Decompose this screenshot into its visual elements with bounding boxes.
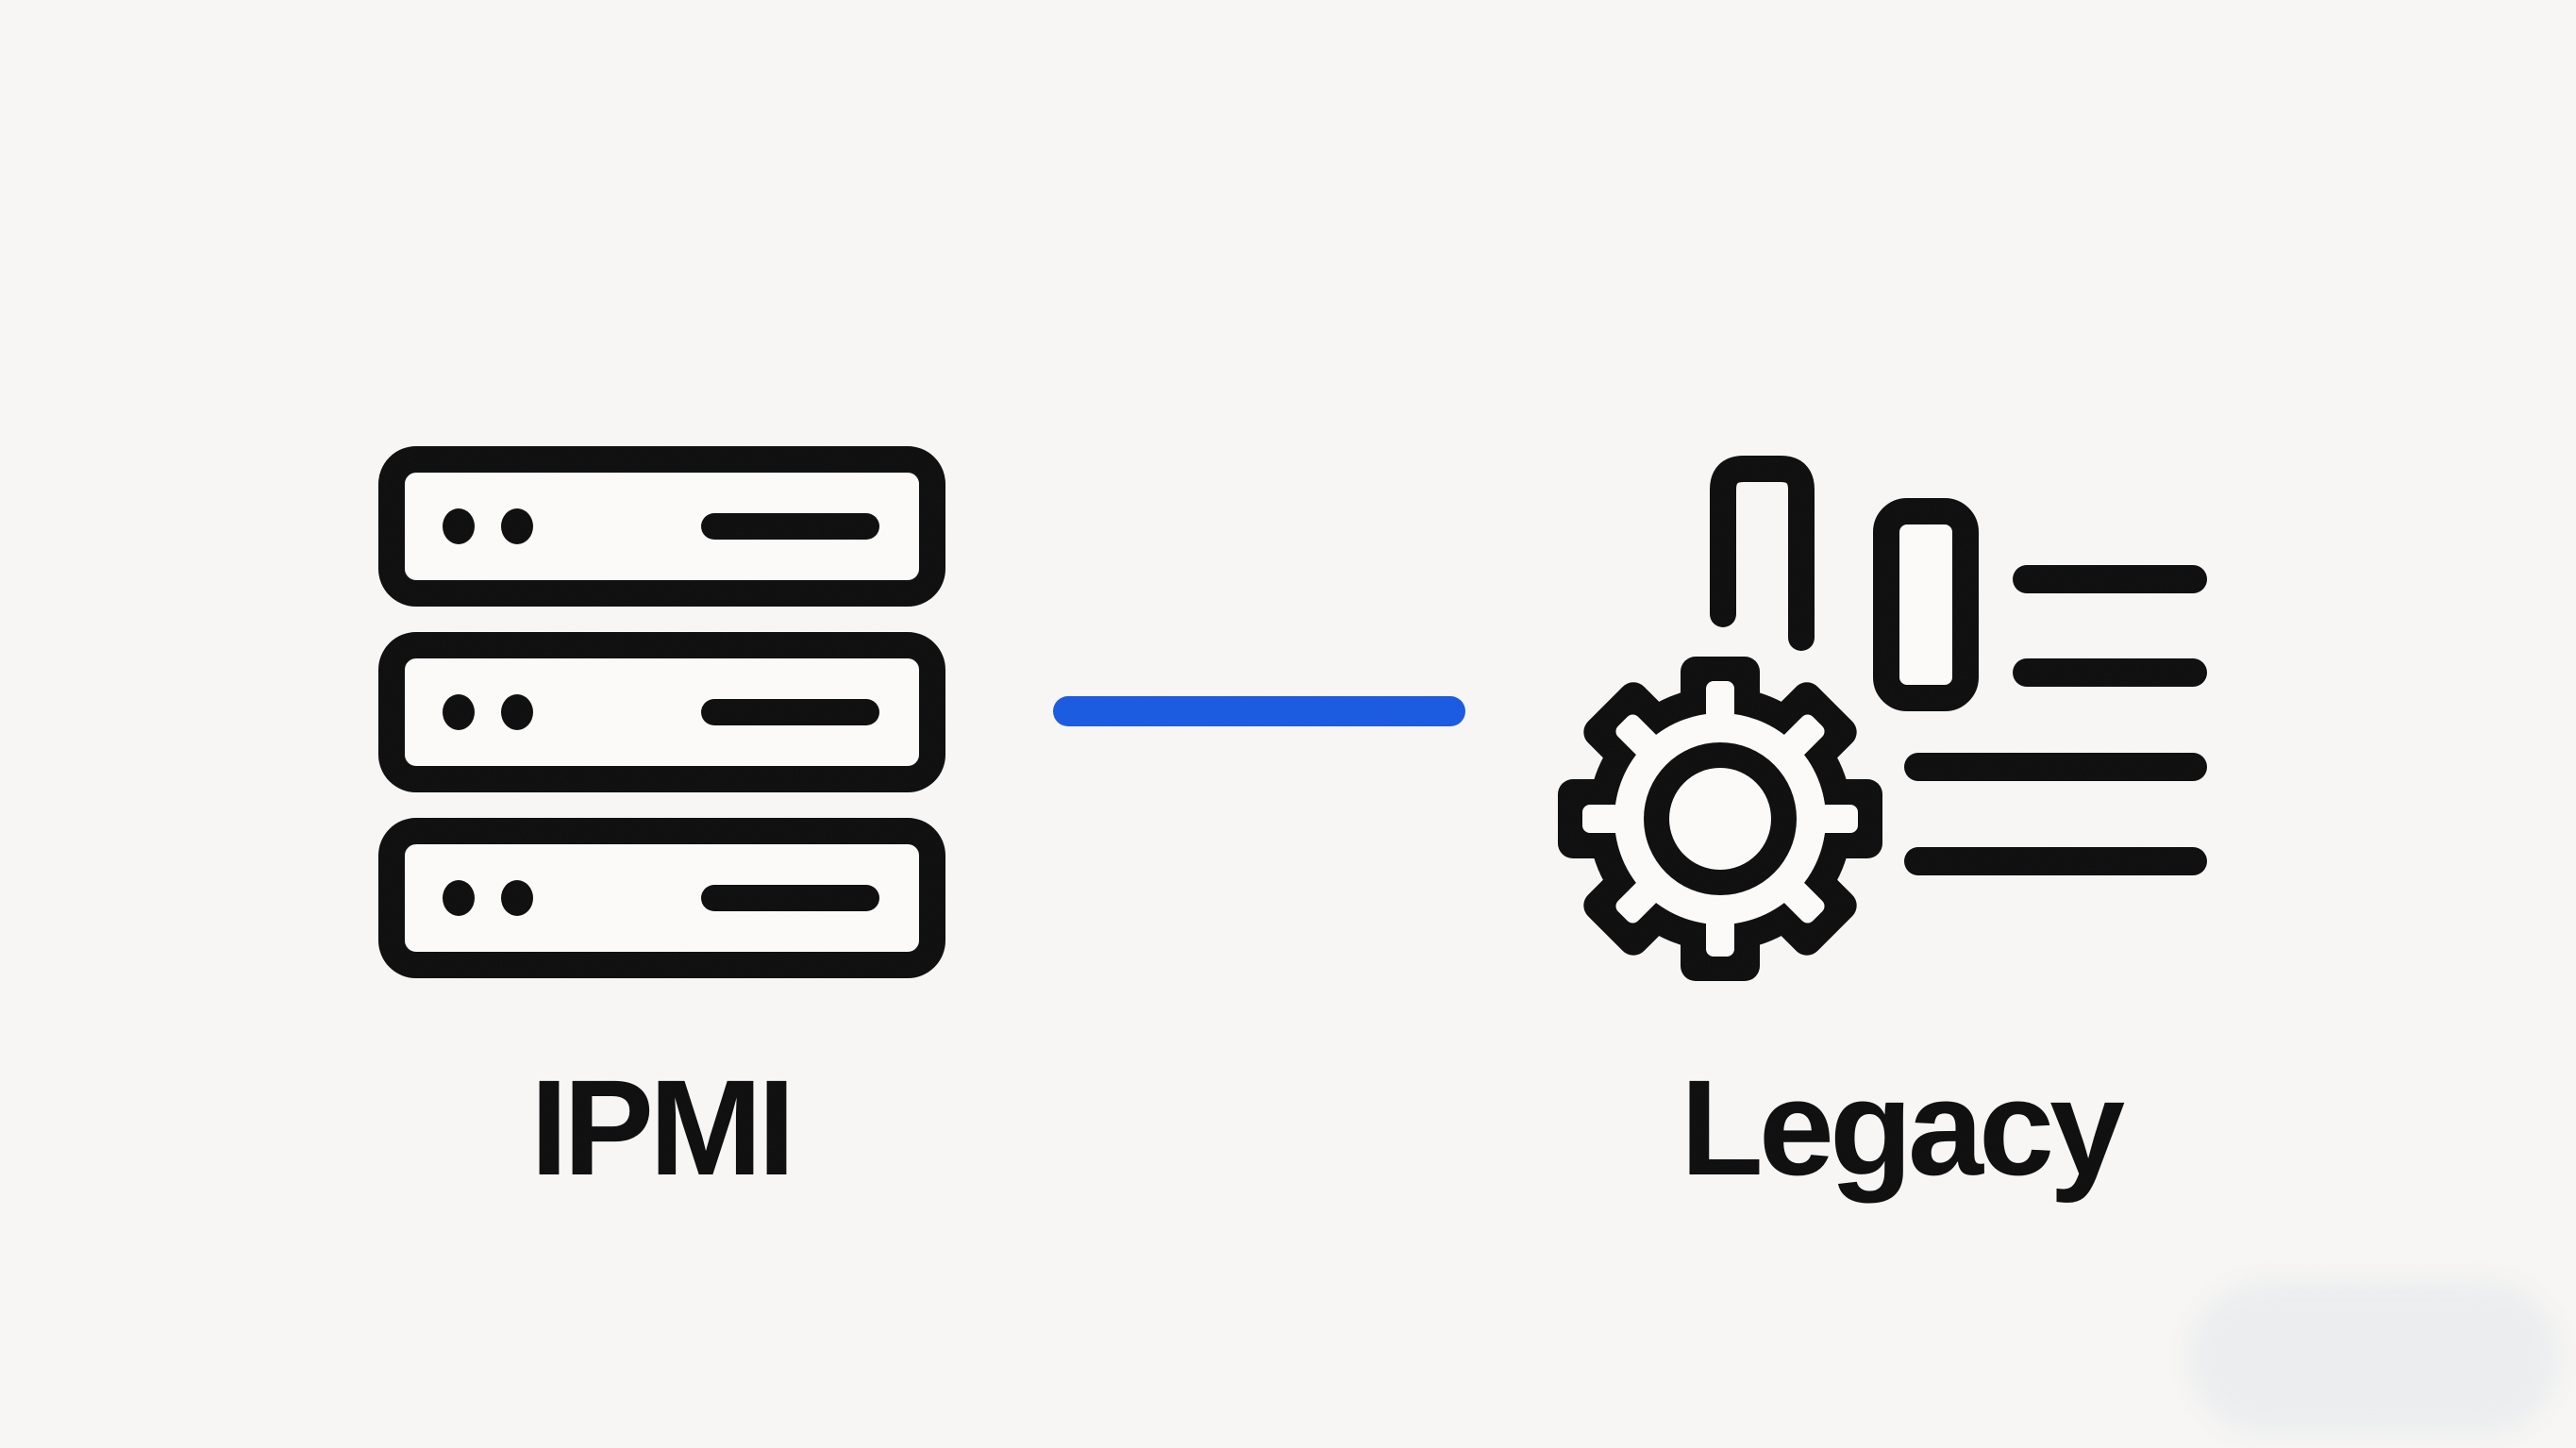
corner-smudge: [2189, 1281, 2559, 1434]
led-dot: [443, 694, 475, 730]
ipmi-label: IPMI: [529, 1052, 795, 1204]
connector-line: [1053, 696, 1465, 726]
gear-checklist-icon: [1558, 456, 2207, 981]
gear-icon: [1558, 657, 1882, 981]
led-dot: [501, 880, 533, 916]
server-stack-icon: [378, 446, 945, 978]
led-dot: [501, 694, 533, 730]
led-dot: [443, 880, 475, 916]
led-dot: [501, 508, 533, 544]
gear-hub-hole: [1669, 768, 1771, 870]
server-unit: [378, 446, 945, 607]
led-dot: [443, 508, 475, 544]
legacy-label: Legacy: [1680, 1052, 2125, 1204]
bracket-shape: [1710, 456, 1815, 651]
server-unit: [378, 818, 945, 978]
vertical-bar-shape: [1873, 498, 1979, 711]
server-unit: [378, 632, 945, 792]
